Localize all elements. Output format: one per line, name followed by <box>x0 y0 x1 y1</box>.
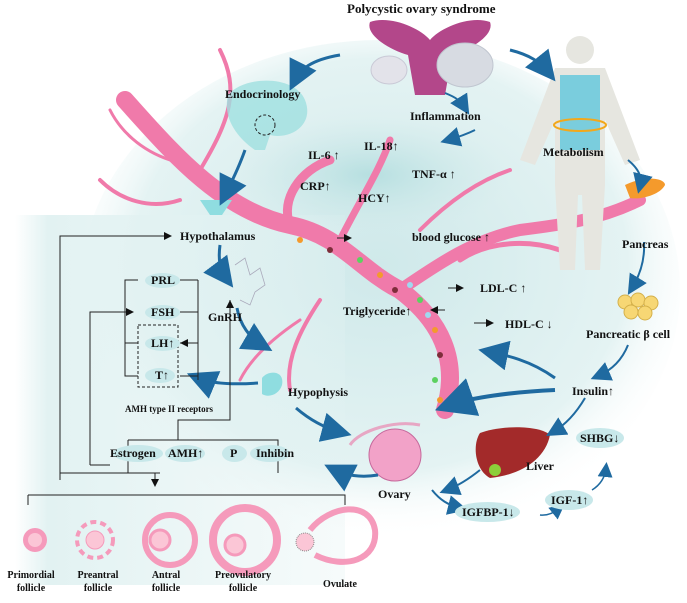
t-pill <box>145 368 175 383</box>
uterus-illustration <box>369 20 494 96</box>
amh-pill <box>165 445 205 462</box>
flow-arrows <box>186 48 653 520</box>
endocrinology-label: Endocrinology <box>225 87 301 101</box>
antral-follicle <box>142 512 198 568</box>
hormone-t: T↑ <box>155 368 170 382</box>
preovulatory-follicle <box>209 504 281 576</box>
metabolism-label: Metabolism <box>543 145 604 159</box>
hormone-lh: LH↑ <box>151 336 175 350</box>
fsh-pill <box>145 305 180 320</box>
follicle-stage-ovulate: Ovulate <box>323 579 357 590</box>
hormone-p: P <box>230 446 238 460</box>
igfbp1-pill <box>455 502 520 522</box>
liver-label: Liver <box>526 459 554 473</box>
marker-tnfa: TNF-α ↑ <box>412 167 456 181</box>
insulin-label: Insulin↑ <box>572 384 615 398</box>
igfbp1-label: IGFBP-1↓ <box>462 505 515 519</box>
beta-cell-label: Pancreatic β cell <box>586 327 671 341</box>
lh-pill <box>145 336 180 351</box>
diagram-title: Polycystic ovary syndrome <box>347 1 496 16</box>
follicle-illustrations <box>23 504 379 576</box>
shbg-label: SHBG↓ <box>580 431 620 445</box>
amh-receptors-label: AMH type II receptors <box>125 404 214 414</box>
gnrh-molecule-icon <box>234 257 266 306</box>
hormone-fsh: FSH <box>151 305 175 319</box>
inhibin-pill <box>250 445 290 462</box>
hormone-estrogen: Estrogen <box>110 446 156 460</box>
marker-triglyceride: Triglyceride↑ <box>343 304 412 318</box>
preantral-follicle <box>75 520 115 560</box>
prl-pill <box>145 273 180 288</box>
igf1-pill <box>545 490 593 510</box>
hypophysis-label: Hypophysis <box>288 385 349 399</box>
marker-ldl-c: LDL-C ↑ <box>480 281 527 295</box>
marker-il6: IL-6 ↑ <box>308 148 340 162</box>
blood-vessels <box>98 48 646 419</box>
inflammation-halo <box>230 115 510 235</box>
gnrh-label: GnRH <box>208 310 243 324</box>
ovulate-follicle <box>307 506 379 565</box>
shbg-pill <box>576 428 624 448</box>
feedback-lines <box>27 232 494 505</box>
estrogen-pill <box>113 445 163 462</box>
beta-cell-illustration <box>617 292 659 321</box>
pancreas-label: Pancreas <box>622 237 669 251</box>
endocrine-panel-bg <box>15 215 345 585</box>
ovary-label: Ovary <box>378 487 411 501</box>
marker-crp: CRP↑ <box>300 179 331 193</box>
p-pill <box>222 445 247 462</box>
brain-illustration <box>226 80 308 150</box>
marker-hcy: HCY↑ <box>358 191 391 205</box>
inflammation-label: Inflammation <box>410 109 481 123</box>
hormone-amh: AMH↑ <box>168 446 204 460</box>
igf1-label: IGF-1↑ <box>551 493 589 507</box>
hormone-prl: PRL <box>151 273 175 287</box>
hormone-inhibin: Inhibin <box>256 446 295 460</box>
marker-blood-glucose: blood glucose ↑ <box>412 230 491 244</box>
gallbladder <box>489 464 501 476</box>
hypophysis-icon <box>262 372 283 396</box>
marker-hdl-c: HDL-C ↓ <box>505 317 553 331</box>
human-body-illustration <box>520 36 640 270</box>
ovary-illustration <box>348 422 422 482</box>
hypothalamus-label: Hypothalamus <box>180 229 256 243</box>
marker-il18: IL-18↑ <box>364 139 399 153</box>
